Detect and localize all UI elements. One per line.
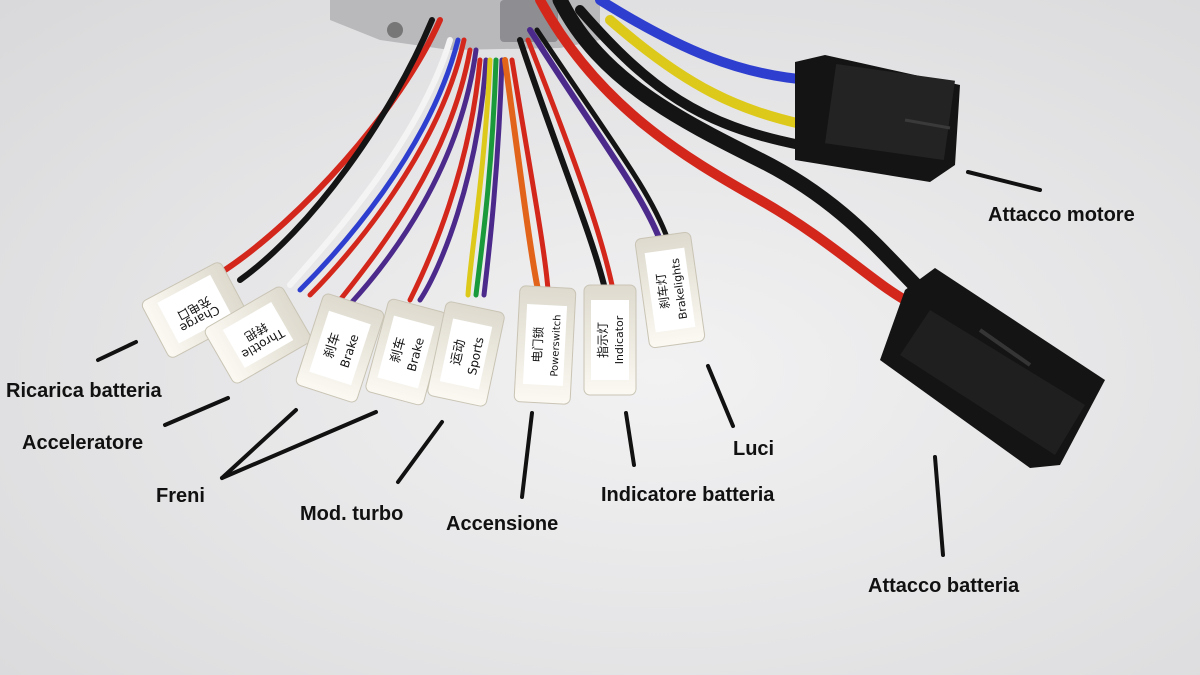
battery-connector	[880, 268, 1105, 468]
indicator-tag-en: Indicator	[613, 315, 626, 364]
pointer-brake-1	[220, 408, 298, 480]
power-tag-cn: 电门锁	[529, 326, 546, 363]
power-tag-en: Powerswitch	[549, 314, 563, 377]
indicator-tag-cn: 指示灯	[595, 322, 610, 358]
label-turbo-mode: Mod. turbo	[300, 503, 404, 525]
pointer-indicator	[624, 411, 636, 467]
label-battery-charge: Ricarica batteria	[6, 380, 162, 402]
sports-connector: 运动 Sports	[427, 301, 505, 407]
brake1-tag-cn: 刹车	[321, 331, 344, 361]
pointer-lights	[706, 364, 735, 428]
powerswitch-connector: 电门锁 Powerswitch	[513, 285, 577, 405]
pointer-brake-2	[220, 410, 378, 480]
label-power-switch: Accensione	[446, 513, 559, 535]
brakelights-connector: 刹车灯 Brakelights	[634, 231, 706, 349]
label-throttle: Acceleratore	[22, 432, 144, 454]
pointer-battery-charge	[96, 340, 138, 362]
label-lights: Luci	[733, 438, 775, 460]
wire-bundle	[222, 0, 928, 305]
pointer-battery	[933, 455, 945, 557]
pointer-motor	[966, 170, 1042, 192]
brake-connector-2: 刹车 Brake	[365, 298, 447, 406]
pointer-lines	[96, 170, 1042, 557]
pointer-turbo	[396, 420, 444, 484]
label-brakes: Freni	[156, 485, 205, 507]
brake2-tag-cn: 刹车	[387, 335, 409, 364]
label-battery-indicator: Indicatore batteria	[601, 484, 775, 506]
label-battery-connector: Attacco batteria	[868, 575, 1020, 597]
pointer-power	[520, 411, 534, 499]
brake-connector-1: 刹车 Brake	[295, 293, 385, 403]
brakelights-tag-cn: 刹车灯	[653, 272, 673, 310]
indicator-connector: 指示灯 Indicator	[583, 284, 637, 396]
pointer-throttle	[163, 396, 230, 427]
sports-tag-cn: 运动	[449, 338, 469, 367]
label-motor-connector: Attacco motore	[988, 204, 1135, 226]
motor-connector	[795, 55, 960, 182]
throttle-connector: 转把 Throttle	[204, 286, 312, 384]
